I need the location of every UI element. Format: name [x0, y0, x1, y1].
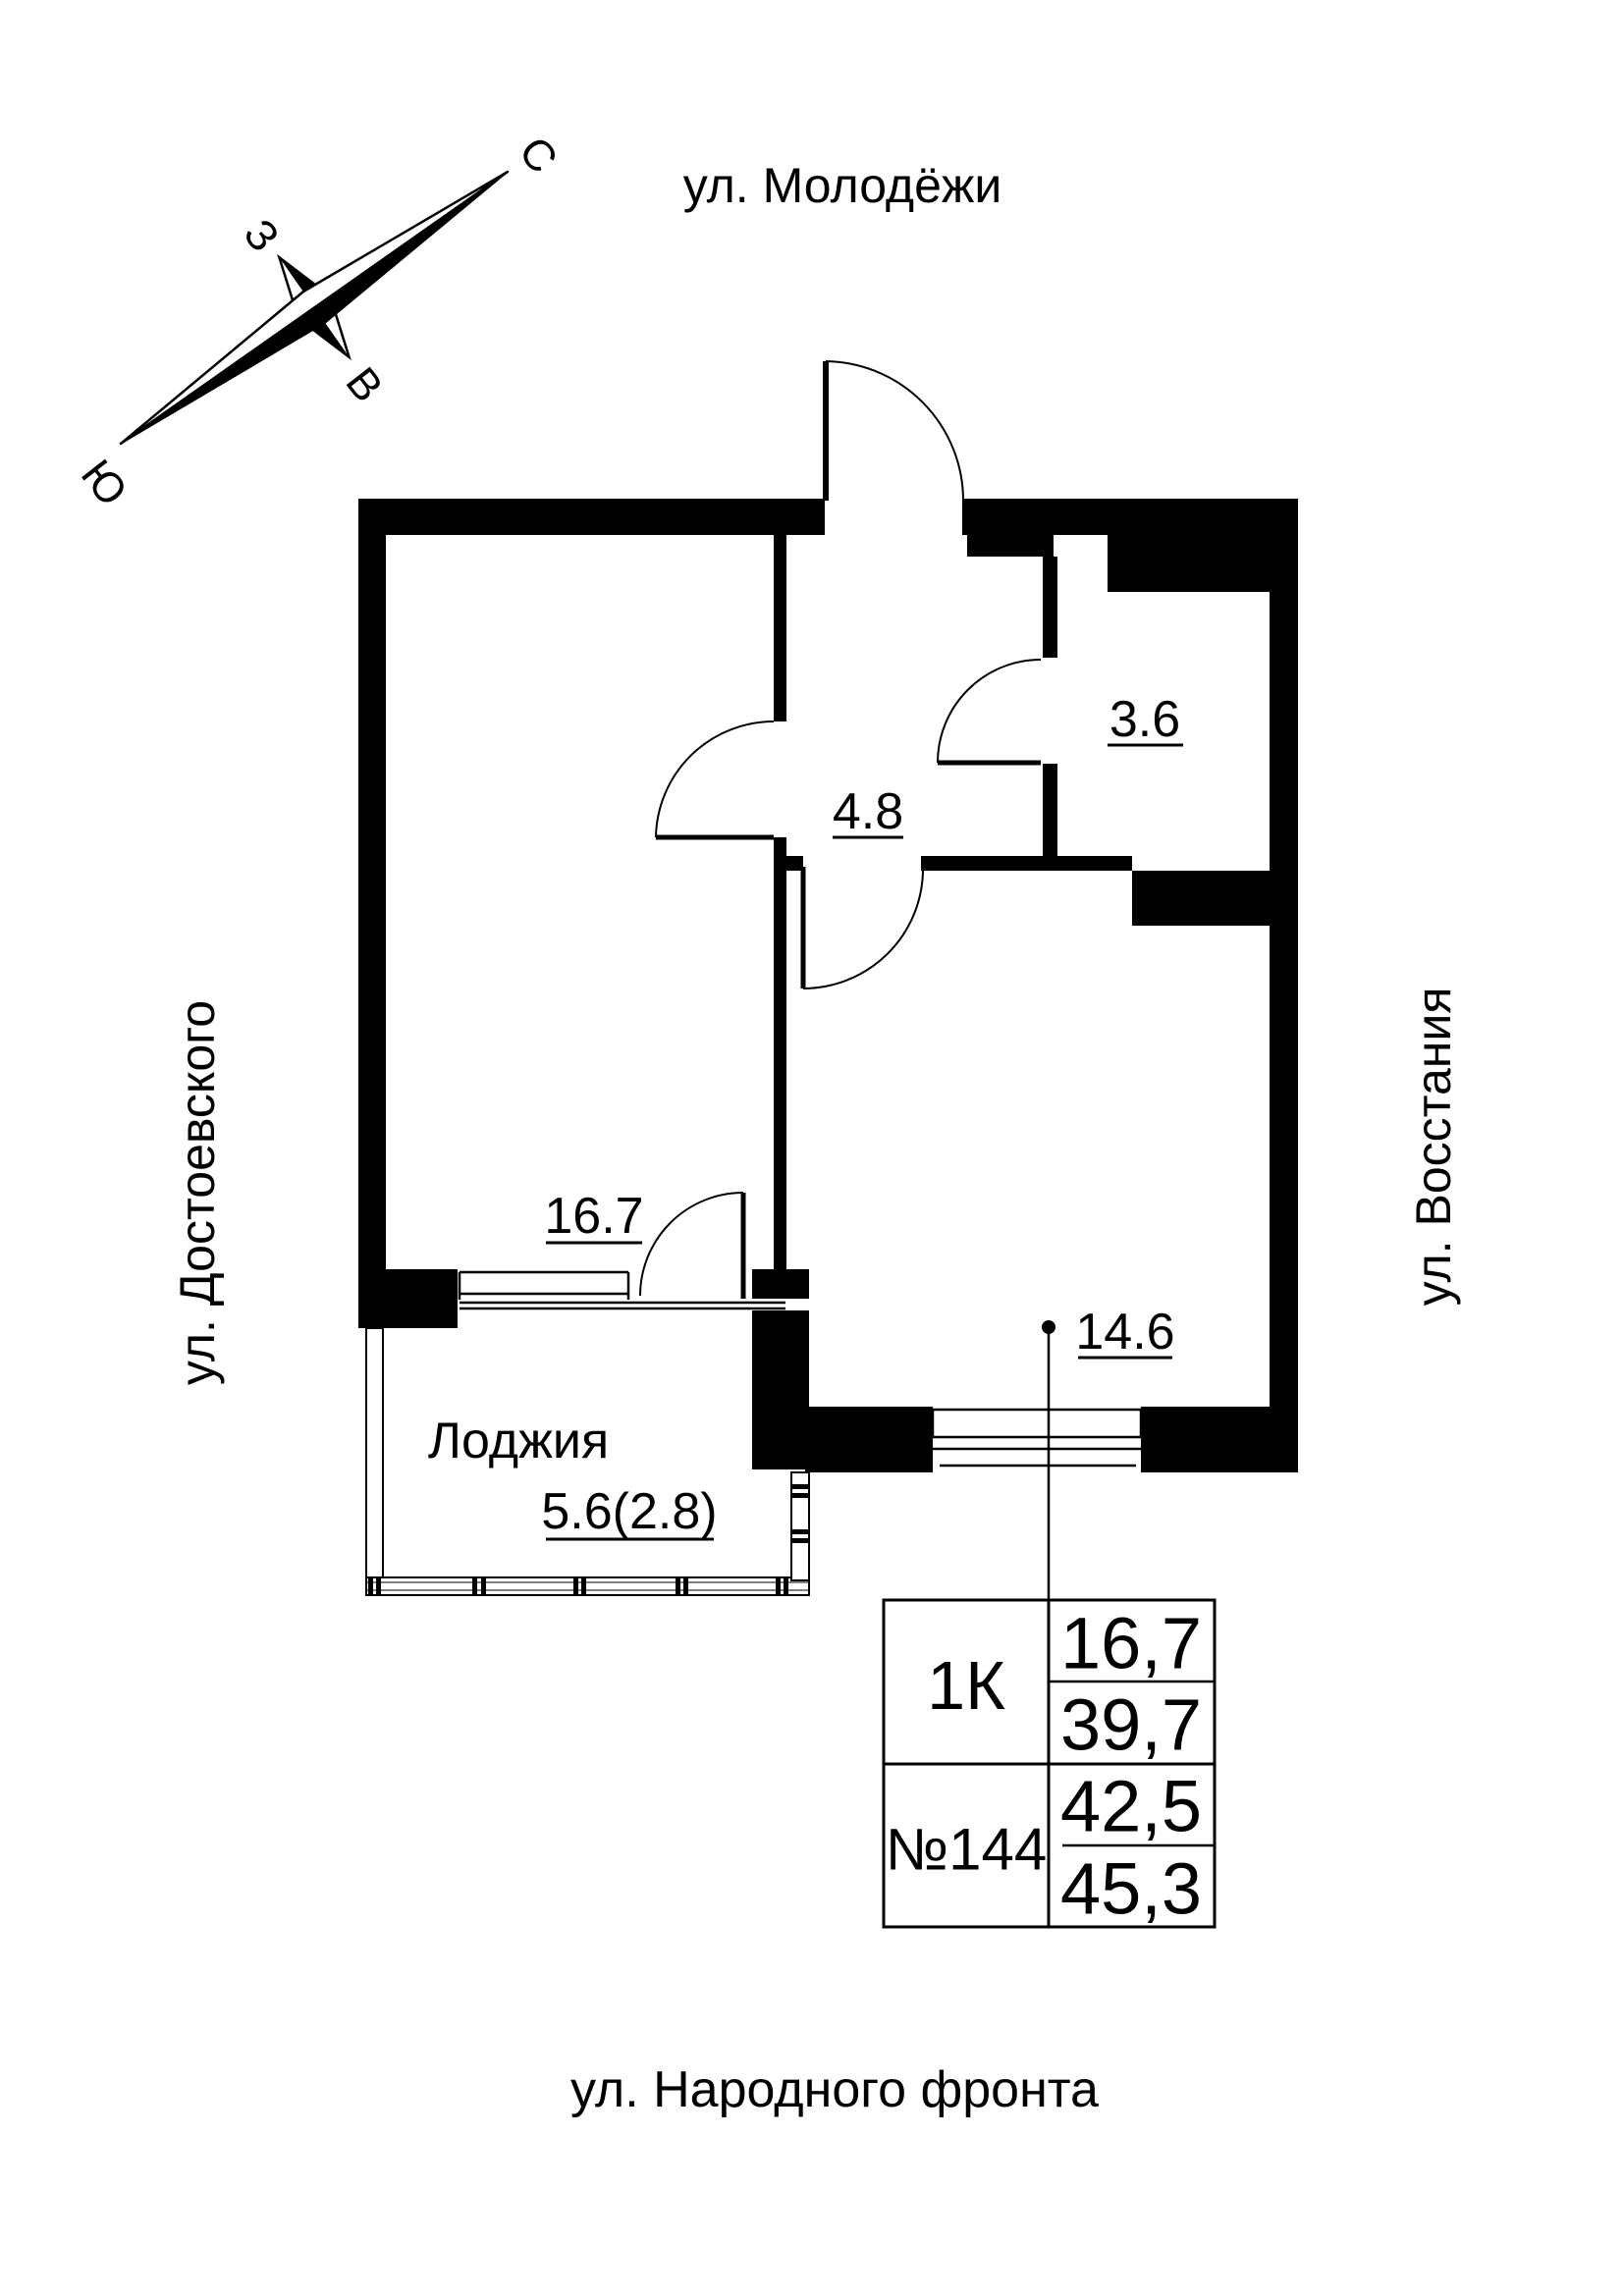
living-room-door-swing-arc: [655, 721, 775, 838]
entrance-door: [823, 360, 964, 502]
street-label-top: ул. Молодёжи: [683, 158, 1002, 213]
living-room-area-label: 16.7: [544, 1188, 643, 1245]
leader-dot: [1042, 1320, 1055, 1334]
entrance-door-swing-arc: [825, 360, 964, 502]
kitchen-room-window: [930, 1408, 1143, 1468]
flat-type-cell: 1К: [927, 1647, 1005, 1724]
street-label-bottom: ул. Народного фронта: [570, 2061, 1099, 2118]
room-labels: 4.8 3.6 16.7 14.6 Лоджия 5.6(2.8): [428, 691, 1183, 1541]
living-room-window: [458, 1270, 785, 1310]
compass-south-label: Ю: [72, 451, 136, 514]
loggia-glazing-ticks: [368, 1484, 809, 1595]
total-area-cell: 45,3: [1060, 1848, 1202, 1930]
loggia-name-label: Лоджия: [428, 1413, 609, 1469]
street-label-left: ул. Достоевского: [170, 1000, 225, 1385]
kitchen-room-door-swing-arc: [802, 870, 924, 989]
compass-north-label: С: [510, 128, 567, 182]
bathroom-door: [937, 659, 1042, 766]
compass-needle-icon: [119, 170, 510, 446]
area-with-coeff-cell: 42,5: [1060, 1766, 1202, 1847]
loggia-area-label: 5.6(2.8): [541, 1483, 717, 1540]
bathroom-door-swing-arc: [937, 659, 1042, 764]
hallway-area-label: 4.8: [833, 783, 903, 840]
balcony-door: [639, 1192, 746, 1299]
balcony-door-swing-arc: [639, 1192, 744, 1297]
compass-west-label: З: [235, 210, 289, 260]
kitchen-room-door: [800, 867, 924, 989]
compass-east-label: В: [337, 358, 393, 410]
info-table: 1К №144 16,7 39,7 42,5 45,3: [882, 1598, 1217, 1930]
loggia-glazing: [365, 1327, 810, 1596]
living-area-cell: 16,7: [1060, 1603, 1202, 1684]
street-label-right: ул. Восстания: [1406, 988, 1461, 1307]
flat-number-cell: №144: [886, 1817, 1047, 1883]
leader-line: [1042, 1320, 1055, 1600]
kitchen-room-area-label: 14.6: [1075, 1304, 1174, 1361]
compass-rose: С З В Ю: [72, 128, 567, 514]
bathroom-area-label: 3.6: [1109, 691, 1180, 748]
area-without-loggia-cell: 39,7: [1060, 1684, 1202, 1766]
living-room-door: [655, 721, 775, 840]
